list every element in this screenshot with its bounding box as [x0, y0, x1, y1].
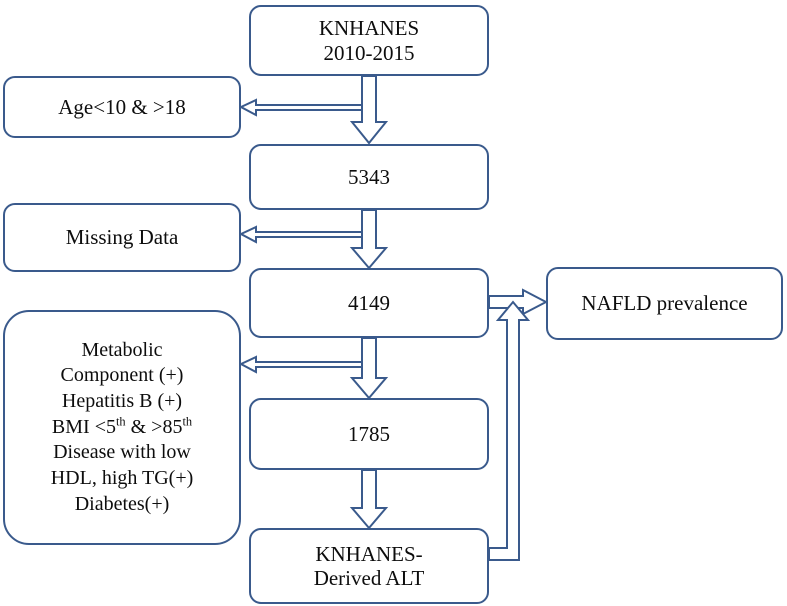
criteria-line-component: Component (+): [60, 364, 184, 387]
node-exclusion-age-label: Age<10 & >18: [58, 94, 186, 119]
criteria-bmi-part1: BMI <5: [51, 415, 116, 438]
criteria-line-diabetes: Diabetes(+): [74, 492, 170, 515]
node-exclusion-criteria: Metabolic Component (+) Hepatitis B (+) …: [3, 310, 241, 545]
node-count-1785: 1785: [249, 398, 489, 470]
node-exclusion-missing-data-label: Missing Data: [65, 225, 179, 250]
criteria-line-metabolic: Metabolic: [81, 338, 163, 361]
node-count-4149: 4149: [249, 268, 489, 338]
criteria-line-disease: Disease with low: [53, 441, 191, 464]
node-count-5343-value: 5343: [348, 164, 390, 189]
connector-4149-to-nafld-prevalence: [488, 288, 549, 316]
node-knhanes-source-line1: KNHANES: [318, 16, 420, 41]
connector-derived-alt-to-nafld-prevalence: [488, 300, 531, 561]
connector-4149-to-1785: [349, 337, 389, 400]
node-knhanes-source-line2: 2010-2015: [323, 40, 415, 65]
criteria-line-bmi: BMI <5th & >85th: [11, 415, 233, 441]
criteria-line-hepatitis-b: Hepatitis B (+): [61, 389, 183, 412]
connector-5343-to-4149: [349, 209, 389, 270]
connector-1785-to-derived-alt: [349, 469, 389, 530]
node-count-5343: 5343: [249, 144, 489, 210]
criteria-bmi-sup1: th: [115, 414, 126, 428]
node-exclusion-age: Age<10 & >18: [3, 76, 241, 138]
connector-5343-exclude-age: [238, 98, 363, 117]
connector-source-to-5343: [349, 75, 389, 145]
node-nafld-prevalence: NAFLD prevalence: [546, 267, 783, 340]
node-exclusion-missing-data: Missing Data: [3, 203, 241, 272]
connector-1785-exclude-criteria: [238, 355, 363, 374]
criteria-bmi-sup2: th: [182, 414, 193, 428]
connector-4149-exclude-missing: [238, 225, 363, 244]
node-nafld-prevalence-label: NAFLD prevalence: [581, 291, 748, 316]
node-derived-alt-line1: KNHANES-: [315, 541, 423, 566]
criteria-line-hdl-tg: HDL, high TG(+): [50, 467, 194, 490]
criteria-bmi-part2: & >85: [125, 415, 183, 438]
node-derived-alt-line2: Derived ALT: [313, 566, 425, 590]
node-knhanes-source: KNHANES 2010-2015: [249, 5, 489, 76]
node-count-1785-value: 1785: [348, 421, 390, 446]
node-derived-alt: KNHANES- Derived ALT: [249, 528, 489, 604]
node-count-4149-value: 4149: [348, 290, 390, 315]
